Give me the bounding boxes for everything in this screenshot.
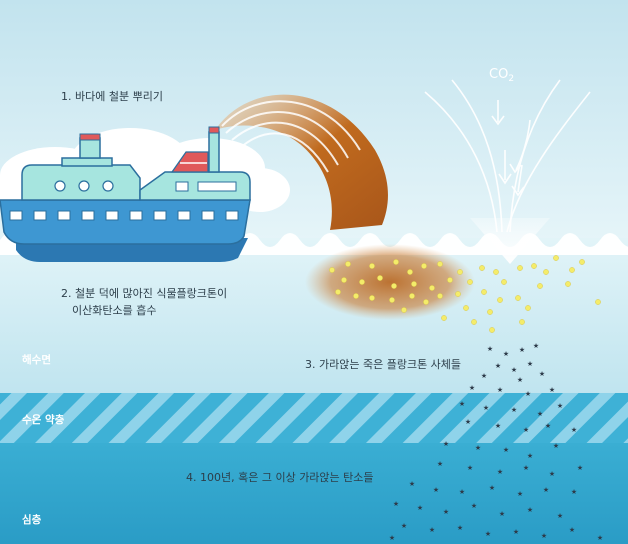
svg-text:★: ★ [467,464,473,472]
svg-text:★: ★ [437,460,443,468]
svg-text:★: ★ [539,370,545,378]
svg-text:★: ★ [511,366,517,374]
svg-text:★: ★ [487,345,493,353]
svg-text:★: ★ [497,386,503,394]
step-3-label: 3. 가라앉는 죽은 플랑크톤 사체들 [305,358,462,371]
svg-text:★: ★ [577,464,583,472]
svg-text:★: ★ [389,534,395,542]
svg-text:★: ★ [503,446,509,454]
svg-text:★: ★ [571,426,577,434]
svg-text:★: ★ [549,470,555,478]
svg-text:★: ★ [485,530,491,538]
co2-label: CO2 [489,67,515,84]
co2-subscript: 2 [508,74,515,84]
layer-thermocline-label: 수온 약층 [22,414,65,426]
svg-text:★: ★ [527,360,533,368]
svg-text:★: ★ [459,488,465,496]
ship-icon [0,126,251,262]
step-2-label-line1: 2. 철분 덕에 많아진 식물플랑크톤이 [61,287,228,300]
svg-text:★: ★ [457,524,463,532]
svg-text:★: ★ [597,534,603,542]
svg-text:★: ★ [443,440,449,448]
svg-text:★: ★ [429,526,435,534]
svg-text:★: ★ [401,522,407,530]
svg-text:★: ★ [523,464,529,472]
co2-arrow-icon [424,79,591,233]
svg-text:★: ★ [465,418,471,426]
plankton-dot-icon [329,255,601,333]
svg-text:★: ★ [571,488,577,496]
co2-main-text: CO [489,67,509,82]
svg-text:★: ★ [495,422,501,430]
svg-text:★: ★ [495,362,501,370]
layer-deep-label: 심층 [22,514,42,526]
surface-water [0,238,628,398]
svg-text:★: ★ [483,404,489,412]
step-4-label: 4. 100년, 혹은 그 이상 가라앉는 탄소들 [186,471,374,484]
step-1-label: 1. 바다에 철분 뿌리기 [61,90,163,103]
svg-text:★: ★ [519,346,525,354]
svg-text:★: ★ [569,526,575,534]
carbon-particle-icon: ★★★★ ★★★★ ★★★★ ★★★★ ★★★★ ★★★★ ★★★★ ★★★★ … [389,342,603,542]
svg-text:★: ★ [499,510,505,518]
svg-text:★: ★ [513,528,519,536]
svg-text:★: ★ [443,508,449,516]
svg-text:★: ★ [553,442,559,450]
svg-text:★: ★ [511,406,517,414]
svg-text:★: ★ [489,484,495,492]
thermocline-band [0,393,628,443]
svg-text:★: ★ [549,386,555,394]
iron-plume-icon [215,94,388,230]
svg-text:★: ★ [469,384,475,392]
svg-text:★: ★ [475,444,481,452]
svg-text:★: ★ [541,532,547,540]
svg-text:★: ★ [543,486,549,494]
svg-text:★: ★ [557,512,563,520]
svg-text:★: ★ [527,506,533,514]
svg-text:★: ★ [503,350,509,358]
svg-text:★: ★ [393,500,399,508]
step-2-label-line2: 이산화탄소를 흡수 [72,304,157,317]
svg-text:★: ★ [433,486,439,494]
svg-text:★: ★ [517,376,523,384]
co2-big-arrow-icon [470,218,550,264]
svg-text:★: ★ [459,400,465,408]
svg-text:★: ★ [537,410,543,418]
svg-text:★: ★ [517,490,523,498]
svg-text:★: ★ [417,504,423,512]
svg-text:★: ★ [557,402,563,410]
svg-text:★: ★ [527,452,533,460]
svg-text:★: ★ [545,422,551,430]
svg-text:★: ★ [481,372,487,380]
svg-text:★: ★ [497,468,503,476]
layer-surface-label: 해수면 [22,354,51,366]
svg-text:★: ★ [533,342,539,350]
svg-text:★: ★ [409,480,415,488]
svg-text:★: ★ [471,502,477,510]
svg-text:★: ★ [523,426,529,434]
svg-text:★: ★ [525,390,531,398]
deep-water [0,443,628,544]
